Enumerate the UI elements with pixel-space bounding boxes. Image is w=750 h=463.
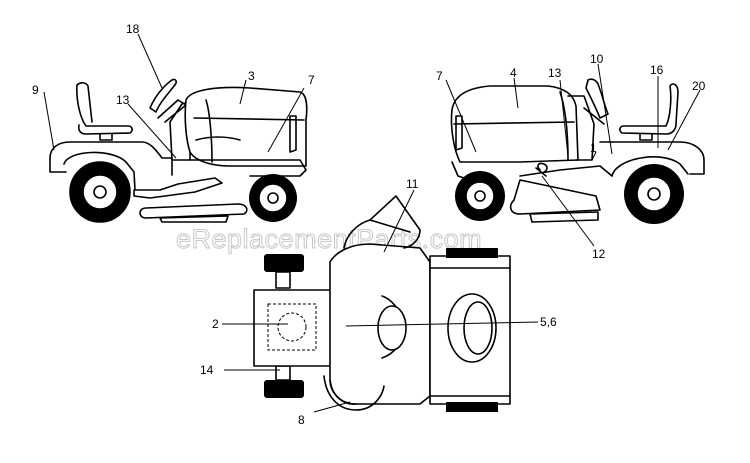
- rear-tire-top-right: [264, 380, 304, 398]
- callout-12: 12: [592, 247, 606, 261]
- tractor-right-side-view: [450, 78, 705, 224]
- callout-13-right: 13: [548, 66, 562, 80]
- callout-20: 20: [692, 79, 706, 93]
- callout-2: 2: [212, 317, 219, 331]
- callout-13-left: 13: [116, 93, 130, 107]
- leader-lines: [43, 33, 701, 413]
- callout-7-left: 7: [308, 73, 315, 87]
- callout-11: 11: [406, 177, 419, 191]
- tractor-top-view: [253, 195, 511, 412]
- callout-8: 8: [298, 413, 305, 427]
- watermark: eReplacementParts.com: [176, 224, 482, 254]
- callout-9: 9: [32, 83, 39, 97]
- callout-4: 4: [510, 66, 517, 80]
- hood-left-view: [184, 86, 308, 167]
- rear-tire-top-left: [264, 254, 304, 272]
- tractor-left-side-view: [49, 78, 308, 223]
- callout-14: 14: [200, 363, 214, 377]
- engine-top-view: [447, 293, 497, 363]
- callout-5-6: 5,6: [540, 315, 557, 329]
- callout-3: 3: [248, 69, 255, 83]
- callout-7-right: 7: [436, 69, 443, 83]
- callout-10: 10: [590, 52, 604, 66]
- callout-18: 18: [126, 22, 140, 36]
- callout-16: 16: [650, 63, 664, 77]
- callout-1: 1: [590, 141, 597, 155]
